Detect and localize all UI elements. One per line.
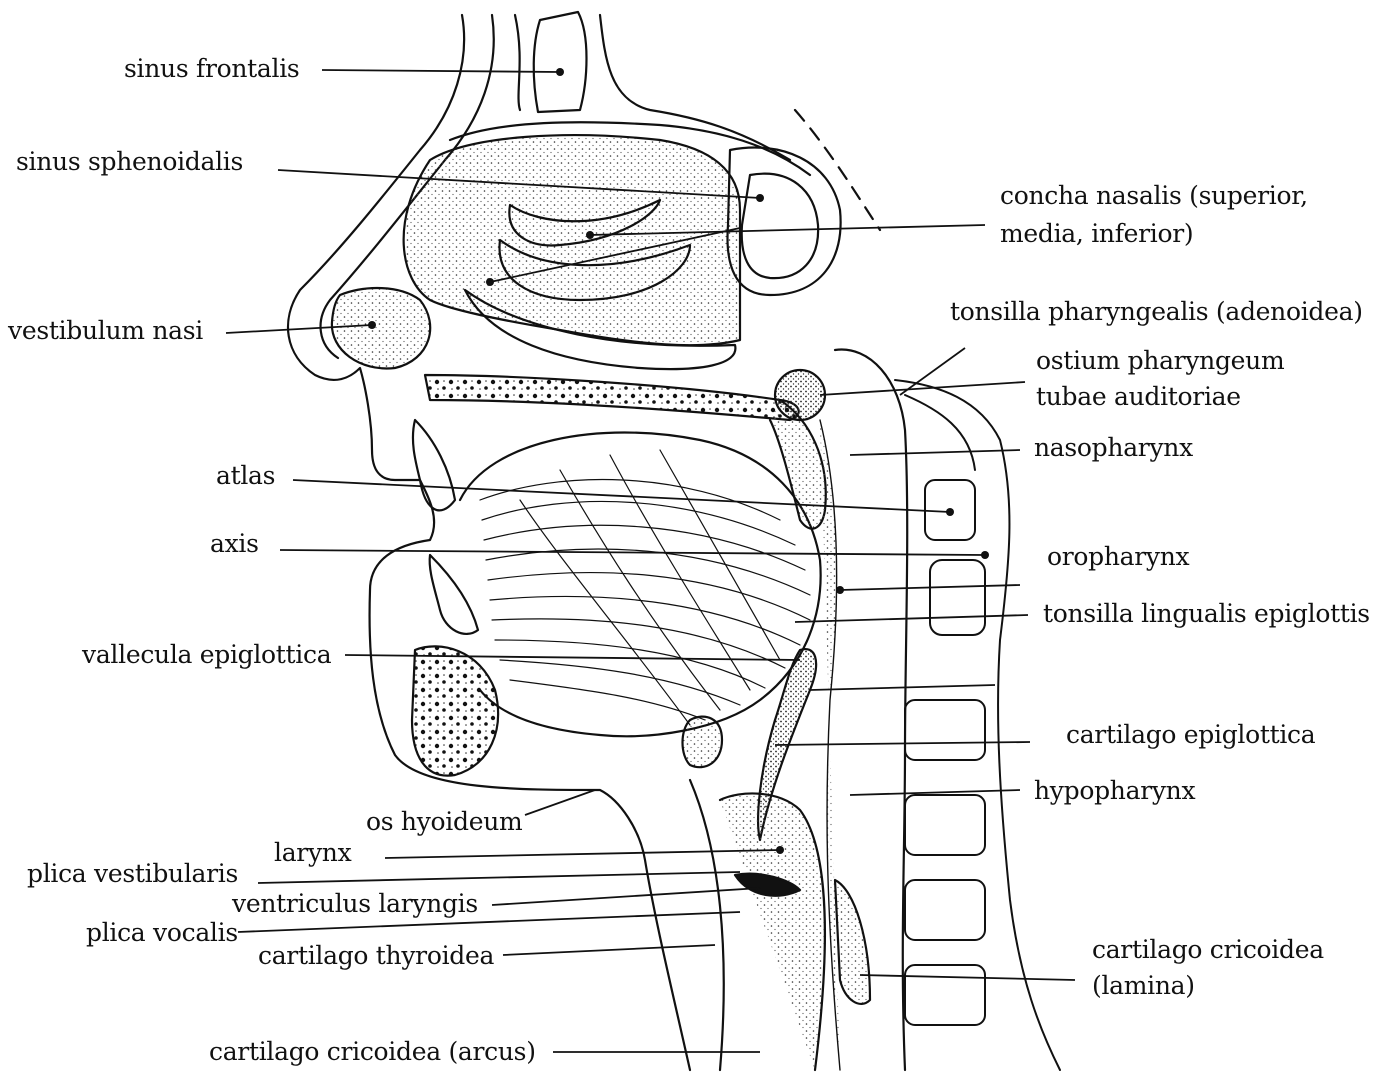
pharynx-posterior-wall [833,348,909,1072]
label-cricoidea-lamina-line1: cartilago cricoidea [1092,935,1324,964]
soft-palate [768,398,827,530]
label-hypopharynx: hypopharynx [1034,776,1196,805]
leader-concha [589,224,986,236]
label-cricoidea-lamina-line2: (lamina) [1092,971,1195,1000]
leader-epiglottis-2 [809,684,996,691]
leader-cartilago-epiglottica [774,741,1031,746]
label-tonsilla-lingualis-epiglottis: tonsilla lingualis epiglottis [1043,599,1370,628]
vertebra-c3 [904,699,986,761]
label-cartilago-epiglottica: cartilago epiglottica [1066,720,1316,749]
leader-cartilago-thyroidea [502,944,716,956]
label-ostium-pharyngeum: ostium pharyngeum tubae auditoriae [1036,345,1285,413]
sphenoid-sinus-outline [726,146,842,297]
thyroid-cartilage [688,778,725,1072]
label-ostium-line2: tubae auditoriae [1036,382,1241,411]
label-os-hyoideum: os hyoideum [366,807,523,836]
label-sinus-sphenoidalis: sinus sphenoidalis [16,147,244,176]
leader-concha-2 [489,227,741,283]
label-cartilago-cricoidea-arcus: cartilago cricoidea (arcus) [209,1037,536,1066]
leader-larynx [384,849,781,859]
label-tonsilla-pharyngealis: tonsilla pharyngealis (adenoidea) [950,297,1363,326]
lower-incisor [428,553,480,636]
tongue-fibers [479,449,811,726]
leader-axis [279,549,986,556]
leader-atlas [292,479,951,513]
leader-ostium [819,381,1026,396]
hyoid-bone [681,715,724,769]
leader-dots [368,68,989,854]
axis-vertebra [929,559,986,636]
leader-lines [225,69,1076,1053]
leader-vestibulum-nasi [225,324,373,334]
ventricle [733,872,802,897]
concha-superior [508,198,662,247]
label-ostium-line1: ostium pharyngeum [1036,346,1285,375]
label-atlas: atlas [216,461,276,490]
label-axis: axis [210,529,259,558]
vertebra-c4 [904,794,986,856]
label-oropharynx: oropharynx [1047,542,1190,571]
leader-nasopharynx [849,449,1021,456]
cricoid-lamina [833,878,872,1005]
label-ventriculus-laryngis: ventriculus laryngis [232,889,478,918]
skull-outer-line [598,13,792,162]
leader-plica-vocalis [237,911,741,933]
label-vestibulum-nasi: vestibulum nasi [8,316,203,345]
label-nasopharynx: nasopharynx [1034,433,1193,462]
label-larynx: larynx [274,838,352,867]
leader-hypopharynx [849,789,1021,796]
larynx-outline [718,792,826,1072]
label-concha-nasalis-line1: concha nasalis (superior, [1000,181,1308,210]
mandible [410,645,500,777]
leader-sinus-frontalis [321,69,561,73]
leader-tonsilla-pharyngealis [899,347,966,396]
leader-cricoidea-lamina [859,974,1076,981]
tubal-opening [773,368,827,422]
leader-oropharynx [839,584,1021,591]
tongue-outline [458,431,822,738]
label-plica-vestibularis: plica vestibularis [27,859,239,888]
hard-palate [423,373,800,422]
leader-tonsilla-lingualis [794,614,1029,623]
label-vallecula-epiglottica: vallecula epiglottica [82,640,332,669]
face-inner-line [319,13,495,360]
upper-incisor [411,418,457,512]
leader-sinus-sphenoidalis [277,169,761,199]
leader-vallecula [344,654,801,661]
nasal-cavity-outline [402,134,742,347]
label-sinus-frontalis: sinus frontalis [124,54,300,83]
label-concha-nasalis-line2: media, inferior) [1000,219,1194,248]
frontal-sinus-outline [532,10,588,114]
leader-plica-vestibularis [257,871,741,884]
cervical-spine [894,379,1061,1071]
forehead-line [513,13,522,112]
label-cartilago-thyroidea: cartilago thyroidea [258,941,495,970]
leader-ventriculus [491,887,761,906]
skull-base-outline [448,121,812,177]
label-plica-vocalis: plica vocalis [86,918,238,947]
vertebra-c5 [904,879,986,941]
vertebra-c6 [904,964,986,1026]
label-concha-nasalis: concha nasalis (superior, media, inferio… [1000,180,1308,250]
concha-inferior [463,288,737,371]
sphenoid-sinus-inner [740,172,820,280]
face-profile-line [286,13,692,1072]
label-cartilago-cricoidea-lamina: cartilago cricoidea (lamina) [1092,934,1324,1002]
nostril-outline [330,287,432,370]
occipital-dashed-line [793,108,882,232]
leader-os-hyoideum [524,789,596,816]
